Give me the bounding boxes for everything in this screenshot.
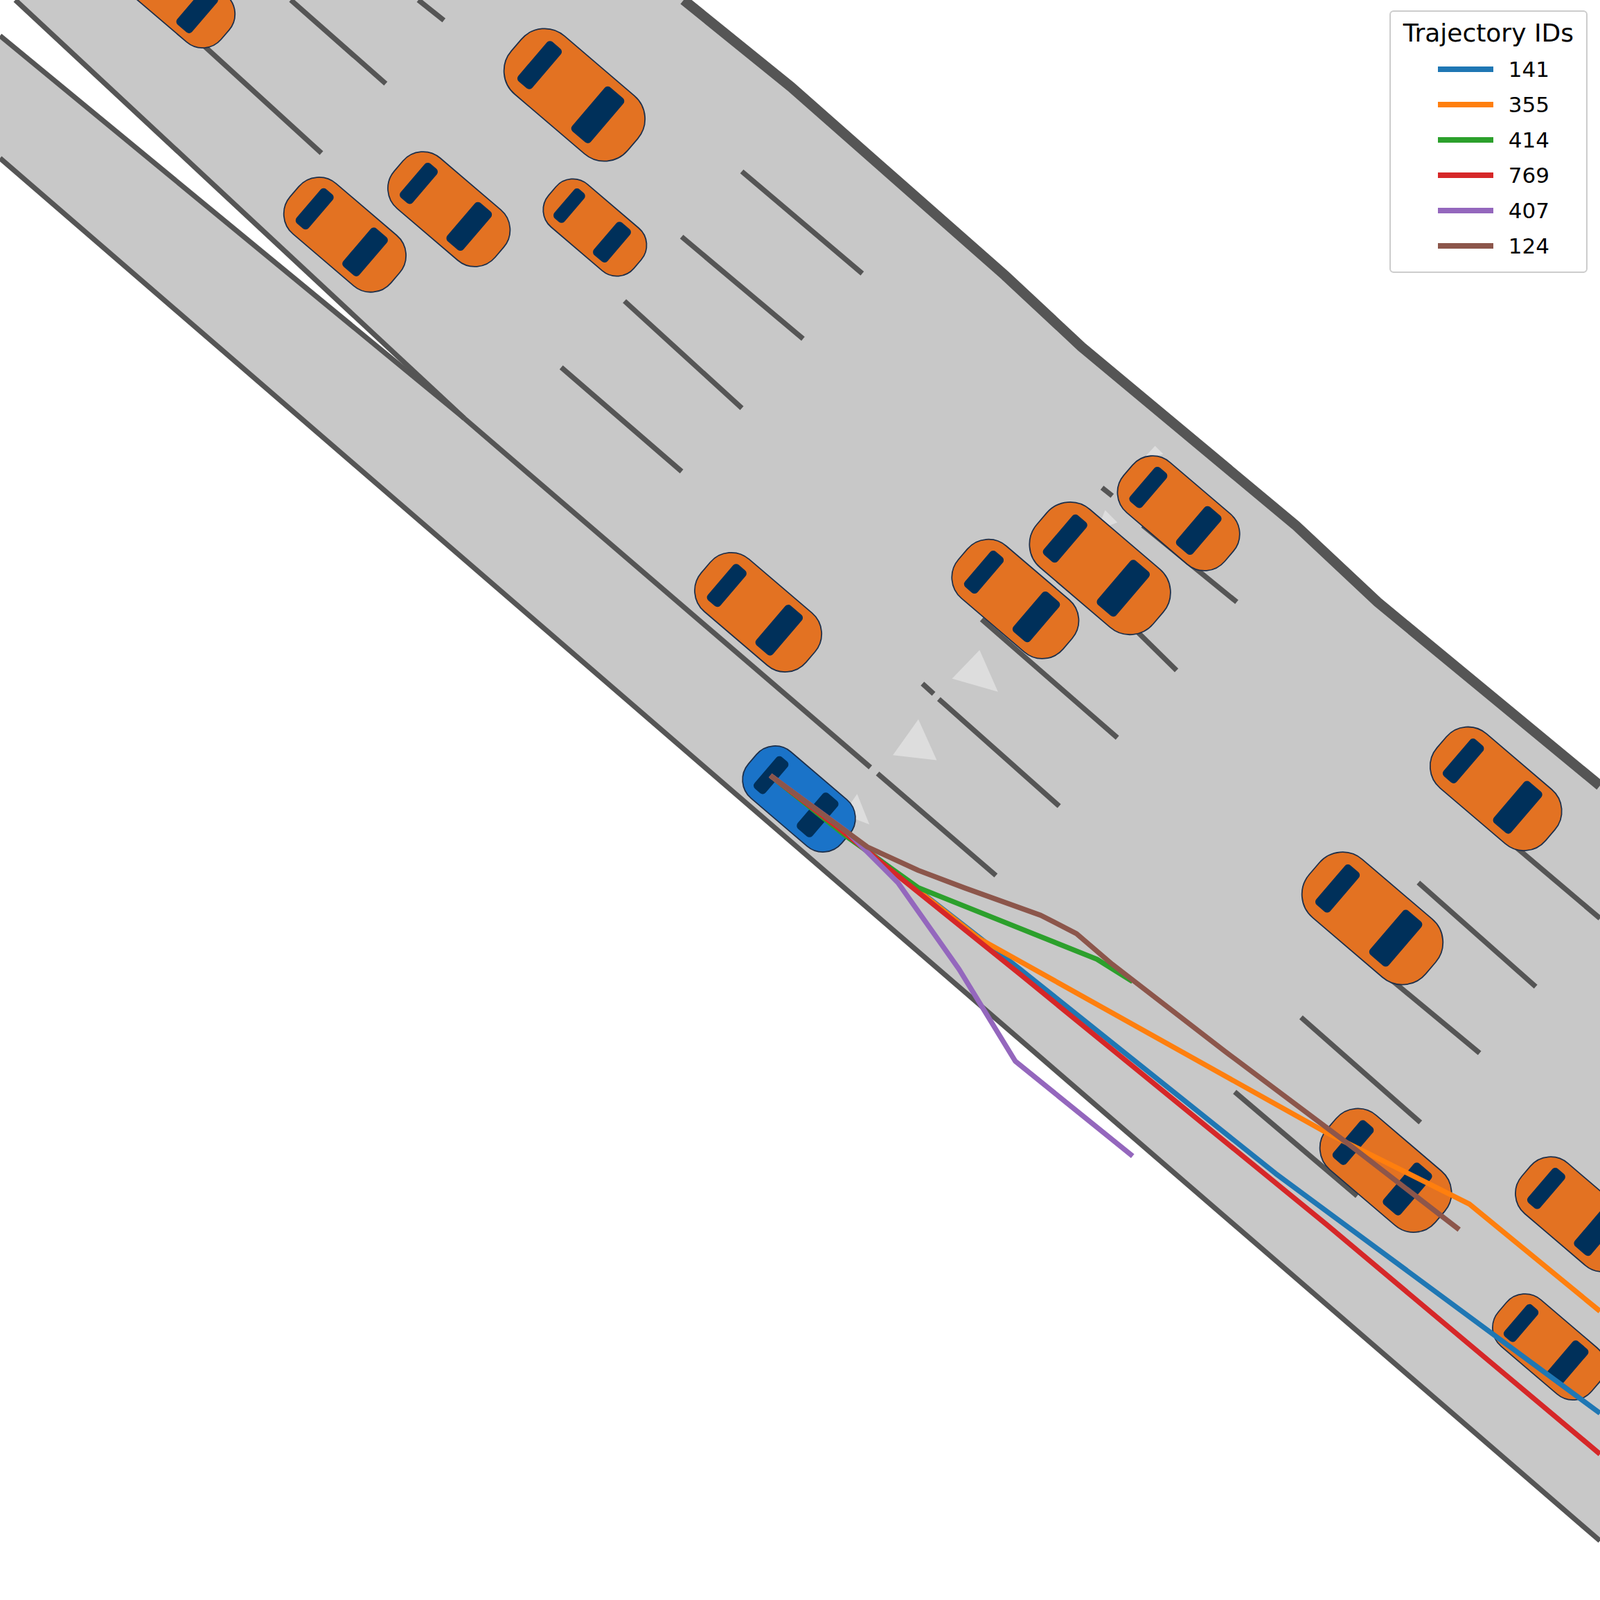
lane-dash: [1300, 1017, 1420, 1123]
vehicle-windshield: [569, 84, 626, 145]
lane-dash: [624, 301, 742, 409]
legend-row: 769: [1403, 157, 1574, 193]
vehicle-windshield: [174, 0, 220, 35]
legend-line: [1437, 101, 1494, 108]
vehicle-windshield: [591, 220, 634, 265]
vehicle-body: [1504, 1146, 1600, 1283]
vehicle-windshield: [444, 200, 494, 253]
vehicle-rear-window: [1441, 736, 1486, 785]
legend-title: Trajectory IDs: [1403, 18, 1574, 48]
legend-row: 407: [1403, 192, 1574, 228]
trajectory-line: [770, 775, 1600, 1312]
vehicle-rear-window: [962, 549, 1006, 596]
lane-dash: [204, 45, 322, 154]
vehicle-body: [491, 15, 659, 174]
chevron-mark: [952, 649, 999, 692]
vehicle-windshield: [1095, 558, 1152, 619]
vehicle-body: [1106, 444, 1251, 582]
legend-row: 124: [1403, 227, 1574, 264]
vehicle-body: [1418, 715, 1574, 863]
vehicle-windshield: [1572, 1205, 1600, 1258]
vehicle-body: [534, 169, 656, 286]
legend-line-sample: [1437, 206, 1494, 215]
legend-row: 414: [1403, 121, 1574, 158]
legend-line: [1437, 207, 1494, 214]
lane-dash: [418, 0, 444, 21]
vehicle-rear-window: [1501, 1302, 1540, 1344]
legend-line-sample: [1437, 171, 1494, 180]
vehicle-body: [376, 140, 521, 278]
vehicle-windshield: [1491, 779, 1544, 836]
trajectory-line: [770, 775, 1133, 983]
vehicle-body: [112, 0, 246, 59]
road-surface: [0, 0, 1600, 1542]
legend-line-sample: [1437, 100, 1494, 109]
other-vehicle: [112, 0, 246, 59]
vehicle-windshield: [1010, 590, 1062, 645]
lane-dash: [681, 236, 803, 339]
other-vehicle: [1289, 839, 1456, 998]
trajectory-line: [770, 775, 1600, 1455]
other-vehicle: [1482, 1284, 1600, 1411]
legend-row: 355: [1403, 86, 1574, 122]
legend-label: 407: [1508, 198, 1550, 224]
vehicle-rear-window: [398, 160, 440, 206]
lane-dash: [1101, 487, 1113, 496]
other-vehicle: [491, 15, 659, 174]
vehicle-rear-window: [1525, 1166, 1568, 1211]
vehicle-rear-window: [516, 39, 564, 91]
vehicle-windshield: [753, 603, 805, 658]
chevron-mark: [892, 719, 937, 761]
legend-label: 355: [1508, 92, 1550, 118]
vehicle-windshield: [1174, 504, 1224, 557]
legend-line-sample: [1437, 135, 1494, 145]
lane-dash: [561, 367, 682, 471]
other-vehicle: [1418, 715, 1574, 863]
other-vehicle: [534, 169, 656, 286]
trajectory-line: [770, 775, 1459, 1231]
road-boundary: [683, 0, 1600, 786]
vehicle-rear-window: [1041, 512, 1089, 564]
lane-dash: [938, 698, 1060, 807]
vehicle-windshield: [1367, 908, 1424, 969]
road-boundary: [0, 157, 1600, 1541]
vehicle-rear-window: [705, 562, 749, 609]
legend-line: [1437, 172, 1494, 179]
lane-dash: [922, 683, 934, 695]
vehicle-rear-window: [1127, 464, 1170, 510]
legend-label: 141: [1508, 56, 1550, 82]
road-boundary: [15, 0, 465, 419]
lane-dash: [741, 171, 863, 274]
other-vehicle: [683, 541, 834, 684]
vehicle-rear-window: [1313, 863, 1362, 915]
legend-label: 124: [1508, 233, 1550, 259]
road-boundary: [464, 418, 870, 768]
legend-box: Trajectory IDs 141 355 414 769 407 124: [1389, 10, 1588, 273]
legend-line: [1437, 137, 1494, 143]
vehicle-rear-window: [552, 187, 588, 226]
legend-label: 414: [1508, 127, 1550, 153]
legend-line-sample: [1437, 241, 1494, 251]
vehicle-body: [1482, 1284, 1600, 1411]
road-boundary: [0, 36, 465, 419]
other-vehicle: [1106, 444, 1251, 582]
vehicle-windshield: [340, 225, 390, 278]
other-vehicle: [1504, 1146, 1600, 1283]
lane-dash: [290, 0, 386, 84]
other-vehicle: [376, 140, 521, 278]
vehicle-body: [1289, 839, 1456, 998]
trajectory-line: [770, 775, 1133, 1157]
legend-row: 141: [1403, 51, 1574, 87]
vehicle-rear-window: [293, 186, 336, 231]
legend-line: [1437, 243, 1494, 249]
legend-label: 769: [1508, 162, 1550, 188]
legend-line-sample: [1437, 65, 1494, 74]
vehicle-body: [683, 541, 834, 684]
legend-line: [1437, 66, 1494, 73]
